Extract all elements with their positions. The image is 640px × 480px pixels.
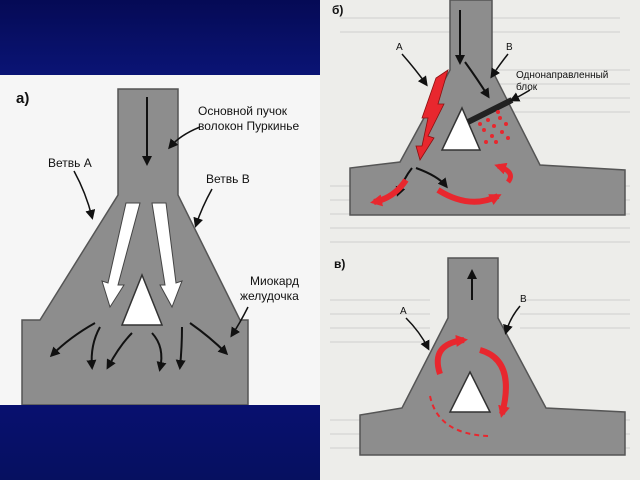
panel-b-branch-b: В — [506, 42, 513, 53]
blocked-impulse-dots — [478, 110, 510, 144]
panel-v-branch-a: А — [400, 306, 407, 317]
spread-arrows — [49, 322, 229, 372]
white-arrow-right — [151, 202, 183, 309]
panel-v-red-dashed-path — [429, 395, 489, 437]
panel-b-tissue — [349, 0, 626, 216]
panel-v-central-triangle — [448, 370, 492, 413]
myocard-label-line2: желудочка — [240, 289, 299, 303]
bundle-label-line1: Основной пучок — [198, 104, 288, 118]
myocard-label-line1: Миокард — [250, 274, 299, 288]
panel-b-pointer-block — [509, 89, 531, 102]
panel-v-letter: в) — [334, 257, 345, 271]
bundle-label-line2: волокон Пуркинье — [198, 119, 299, 133]
panel-b-red-arrow-right — [494, 162, 513, 184]
purkinje-tissue — [21, 88, 249, 405]
panel-b-block-arrow — [464, 61, 490, 99]
panel-b-letter: б) — [332, 3, 343, 17]
panel-b-red-zigzag-arrow — [415, 69, 449, 161]
panel-b-pointer-b — [490, 53, 509, 79]
panels-b-v-diagram: б) А В Однонаправленный блок в) А В — [330, 0, 630, 456]
panel-a-letter: а) — [16, 90, 29, 107]
branch-a-label: Ветвь А — [48, 156, 92, 170]
panel-b-branch-a: А — [396, 42, 403, 53]
block-label-line1: Однонаправленный — [516, 70, 608, 81]
panel-b-central-triangle — [440, 106, 482, 151]
block-label-line2: блок — [516, 81, 538, 93]
panel-b-red-arrow-middle — [436, 187, 502, 205]
panel-v-pointer-a — [405, 317, 430, 351]
panel-a-diagram: а) Основной пучок волокон Пуркинье Ветвь… — [16, 88, 299, 405]
panel-b-red-arrow-left — [370, 178, 409, 207]
panel-v-pointer-b — [503, 305, 521, 335]
central-triangle — [120, 272, 164, 326]
panels-b-v-reentry: б) А В Однонаправленный блок в) А В — [320, 0, 640, 480]
unidirectional-block — [466, 97, 514, 125]
panel-b-spread-arrow-2 — [415, 167, 448, 189]
branch-b-label: Ветвь В — [206, 172, 250, 186]
panel-v-branch-b: В — [520, 294, 527, 305]
panel-v-red-arrow-up — [434, 334, 468, 375]
panel-b-pointer-a — [401, 53, 428, 87]
panel-v-red-arrow-down — [479, 347, 510, 418]
label-pointers — [73, 126, 249, 338]
white-arrow-left — [101, 202, 141, 309]
panel-a-purkinje-normal: а) Основной пучок волокон Пуркинье Ветвь… — [0, 75, 320, 405]
